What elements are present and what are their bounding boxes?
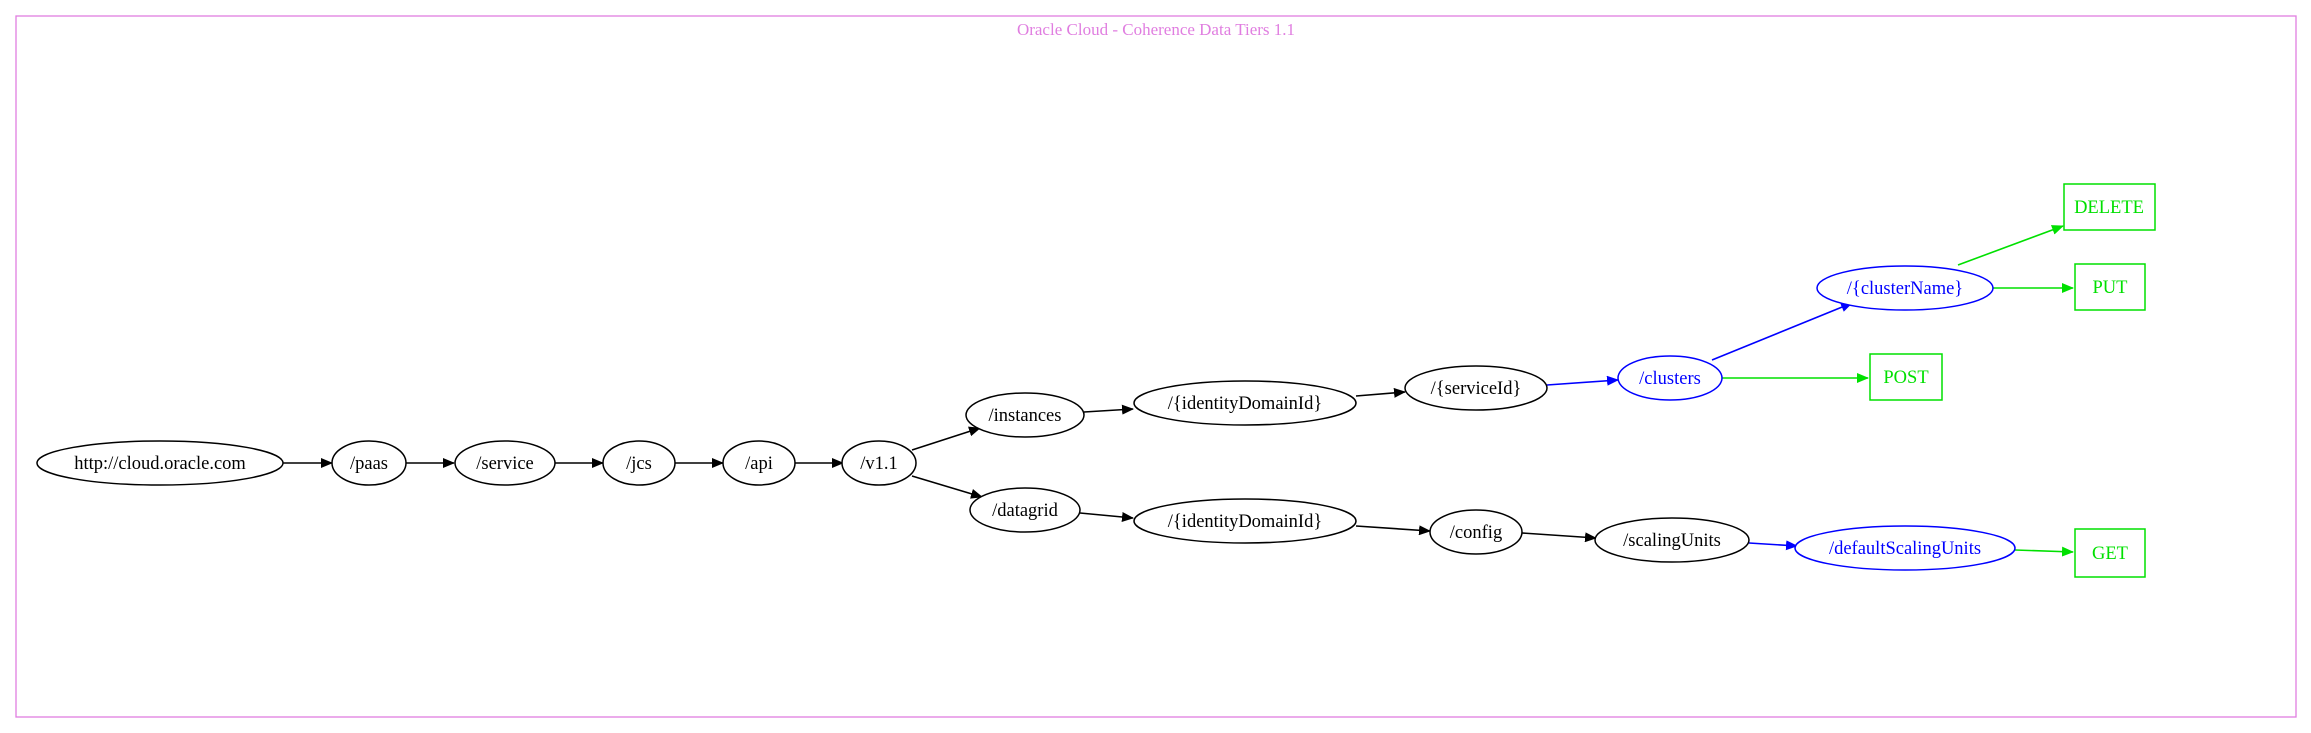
node-service: /service [454, 440, 556, 486]
svg-text:/{serviceId}: /{serviceId} [1431, 379, 1522, 399]
svg-text:/{identityDomainId}: /{identityDomainId} [1168, 394, 1322, 414]
edge-clusters-clustername [1711, 302, 1853, 361]
svg-text:/jcs: /jcs [626, 454, 652, 474]
edge-serviceid-clusters [1546, 375, 1619, 386]
svg-text:POST: POST [1883, 368, 1928, 388]
node-service-id: /{serviceId} [1404, 365, 1548, 411]
svg-text:PUT: PUT [2093, 278, 2128, 298]
svg-text:/{identityDomainId}: /{identityDomainId} [1168, 512, 1322, 532]
node-paas: /paas [331, 440, 407, 486]
node-delete: DELETE [2063, 183, 2156, 231]
node-identity-instances: /{identityDomainId} [1133, 380, 1357, 426]
node-scaling-units: /scalingUnits [1594, 517, 1750, 563]
node-post: POST [1869, 353, 1943, 401]
svg-text:/datagrid: /datagrid [992, 501, 1059, 521]
node-config: /config [1429, 509, 1523, 555]
node-datagrid: /datagrid [969, 487, 1081, 533]
edge-config-scalingunits [1521, 532, 1597, 543]
node-cluster-name: /{clusterName} [1816, 265, 1994, 311]
edges-black [283, 387, 1597, 543]
svg-text:GET: GET [2092, 544, 2128, 564]
svg-text:/paas: /paas [350, 454, 388, 474]
edge-datagrid-identity [1079, 511, 1134, 522]
node-v11: /v1.1 [841, 440, 917, 486]
svg-text:/clusters: /clusters [1639, 369, 1701, 389]
node-get: GET [2074, 528, 2146, 578]
node-default-scaling-units: /defaultScalingUnits [1794, 525, 2016, 571]
edge-identity-config [1355, 525, 1431, 536]
svg-text:/service: /service [476, 454, 534, 474]
edge-clustername-delete [1957, 225, 2064, 266]
node-instances: /instances [965, 392, 1085, 438]
edge-v11-instances [911, 426, 981, 451]
svg-text:/scalingUnits: /scalingUnits [1623, 531, 1721, 551]
node-put: PUT [2074, 263, 2146, 311]
node-jcs: /jcs [602, 440, 676, 486]
node-root: http://cloud.oracle.com [36, 440, 284, 486]
svg-text:http://cloud.oracle.com: http://cloud.oracle.com [74, 454, 246, 474]
edge-default-get [2014, 546, 2074, 557]
edge-scalingunits-default [1748, 540, 1798, 551]
node-api: /api [722, 440, 796, 486]
edge-identity-serviceid [1355, 387, 1406, 398]
svg-text:/api: /api [745, 454, 773, 474]
svg-text:/defaultScalingUnits: /defaultScalingUnits [1829, 539, 1981, 559]
svg-text:DELETE: DELETE [2074, 198, 2144, 218]
edges-blue [1546, 302, 1853, 551]
node-identity-datagrid: /{identityDomainId} [1133, 498, 1357, 544]
edges-green [1722, 225, 2074, 557]
node-clusters: /clusters [1617, 355, 1723, 401]
svg-text:/v1.1: /v1.1 [860, 454, 898, 474]
svg-text:/{clusterName}: /{clusterName} [1847, 279, 1963, 299]
svg-text:/config: /config [1450, 523, 1502, 543]
edge-instances-identity [1083, 404, 1134, 415]
diagram-frame [15, 15, 2297, 718]
diagram-title: Oracle Cloud - Coherence Data Tiers 1.1 [1017, 20, 1295, 39]
edge-v11-datagrid [911, 475, 983, 499]
svg-text:/instances: /instances [989, 406, 1062, 426]
